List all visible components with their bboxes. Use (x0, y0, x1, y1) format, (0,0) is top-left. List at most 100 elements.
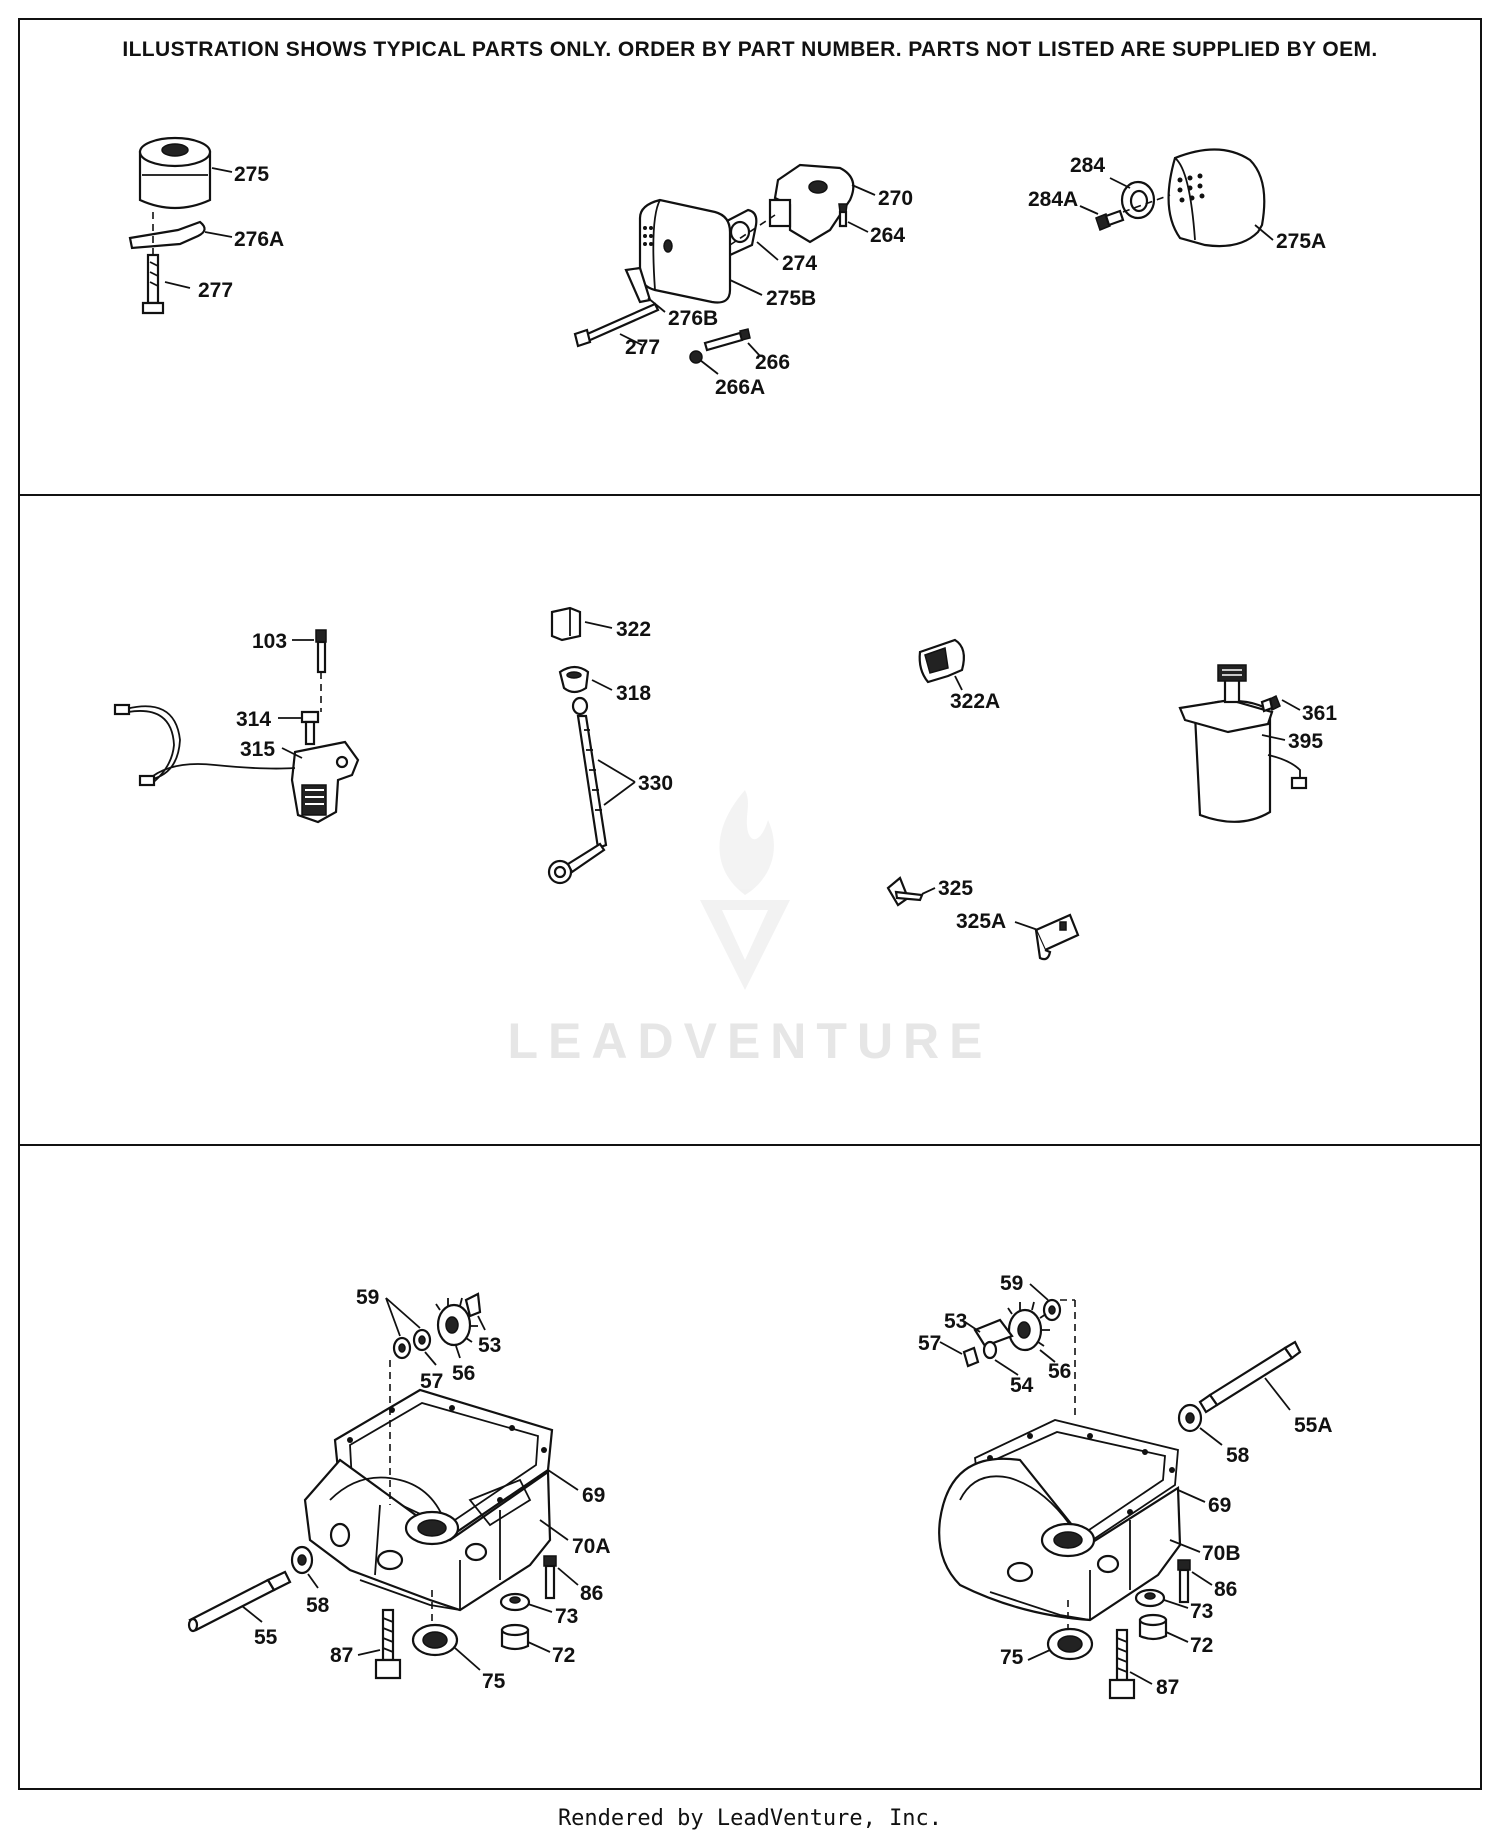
callout-284[interactable]: 284 (1070, 154, 1105, 177)
ignition-wire[interactable] (113, 703, 296, 787)
gear-56-left[interactable] (435, 1297, 478, 1347)
callout-284A[interactable]: 284A (1028, 188, 1078, 211)
callout-325A[interactable]: 325A (956, 910, 1006, 933)
muffler-275[interactable] (138, 136, 212, 210)
callout-361[interactable]: 361 (1302, 702, 1337, 725)
callout-54-right[interactable]: 54 (1010, 1374, 1034, 1397)
callout-275[interactable]: 275 (234, 163, 269, 186)
callout-69-right[interactable]: 69 (1208, 1494, 1231, 1517)
callout-277-left[interactable]: 277 (198, 279, 233, 302)
callout-70A[interactable]: 70A (572, 1535, 611, 1558)
callout-314[interactable]: 314 (236, 708, 271, 731)
bolt-87-left[interactable] (374, 1608, 402, 1680)
seal-75-left[interactable] (411, 1623, 459, 1657)
nut-318[interactable] (558, 665, 590, 694)
callout-330[interactable]: 330 (638, 772, 673, 795)
callout-277-center[interactable]: 277 (625, 336, 660, 359)
callout-58-left[interactable]: 58 (306, 1594, 330, 1617)
callout-70B[interactable]: 70B (1202, 1542, 1241, 1565)
callout-57-left[interactable]: 57 (420, 1370, 443, 1393)
shaft-55A[interactable] (1198, 1340, 1302, 1414)
callout-73-left[interactable]: 73 (555, 1605, 578, 1628)
washer-73-right[interactable] (1134, 1588, 1166, 1608)
callout-275B[interactable]: 275B (766, 287, 816, 310)
callout-73-right[interactable]: 73 (1190, 1600, 1213, 1623)
clip-325[interactable] (886, 876, 924, 907)
mounting-flange-70A[interactable] (303, 1458, 552, 1612)
callout-322A[interactable]: 322A (950, 690, 1000, 713)
callout-325[interactable]: 325 (938, 877, 973, 900)
bushing-58-right[interactable] (1177, 1403, 1203, 1433)
muffler-275B[interactable] (638, 198, 732, 304)
ignition-module-315[interactable] (290, 740, 360, 824)
washer-57-right[interactable] (962, 1346, 980, 1368)
screw-266[interactable] (703, 328, 751, 352)
callout-275A[interactable]: 275A (1276, 230, 1326, 253)
bushing-58-left[interactable] (290, 1545, 314, 1575)
bolt-87-right[interactable] (1108, 1628, 1136, 1700)
bolt-86-right[interactable] (1177, 1559, 1191, 1604)
nut-266A[interactable] (689, 350, 703, 364)
callout-75-left[interactable]: 75 (482, 1670, 506, 1693)
callout-322[interactable]: 322 (616, 618, 651, 641)
washer-73-left[interactable] (499, 1592, 531, 1612)
screw-284A[interactable] (1095, 209, 1125, 231)
callout-55A[interactable]: 55A (1294, 1414, 1333, 1437)
muffler-275A[interactable] (1167, 148, 1266, 248)
elbow-270[interactable] (768, 163, 855, 244)
connector-322[interactable] (550, 606, 582, 642)
screw-103[interactable] (315, 629, 327, 674)
ground-wire-330[interactable] (547, 696, 608, 885)
retainer-53-right[interactable] (973, 1318, 1014, 1348)
callout-53-right[interactable]: 53 (944, 1310, 967, 1333)
callout-69-left[interactable]: 69 (582, 1484, 605, 1507)
bolt-277-left[interactable] (141, 253, 165, 315)
callout-318[interactable]: 318 (616, 682, 651, 705)
bolt-86-left[interactable] (543, 1555, 557, 1600)
boot-322A[interactable] (918, 638, 965, 684)
callout-53-left[interactable]: 53 (478, 1334, 501, 1357)
callout-57-right[interactable]: 57 (918, 1332, 941, 1355)
callout-75-right[interactable]: 75 (1000, 1646, 1024, 1669)
callout-59-left[interactable]: 59 (356, 1286, 379, 1309)
callout-315[interactable]: 315 (240, 738, 275, 761)
callout-276A[interactable]: 276A (234, 228, 284, 251)
callout-276B[interactable]: 276B (668, 307, 718, 330)
gasket-284[interactable] (1120, 180, 1156, 220)
callout-264[interactable]: 264 (870, 224, 905, 247)
callout-266A[interactable]: 266A (715, 376, 765, 399)
bolt-277-center[interactable] (573, 302, 660, 348)
shaft-55[interactable] (187, 1570, 292, 1633)
callout-72-right[interactable]: 72 (1190, 1634, 1213, 1657)
callout-58-right[interactable]: 58 (1226, 1444, 1250, 1467)
callout-266[interactable]: 266 (755, 351, 790, 374)
callout-395[interactable]: 395 (1288, 730, 1323, 753)
callout-55[interactable]: 55 (254, 1626, 278, 1649)
callout-72-left[interactable]: 72 (552, 1644, 575, 1667)
washer-54-right[interactable] (982, 1340, 998, 1360)
bolt-314[interactable] (300, 710, 320, 746)
callout-87-left[interactable]: 87 (330, 1644, 353, 1667)
cap-72-right[interactable] (1138, 1613, 1168, 1641)
callout-56-right[interactable]: 56 (1048, 1360, 1071, 1383)
washer-59-left[interactable] (392, 1336, 412, 1360)
callout-59-right[interactable]: 59 (1000, 1272, 1023, 1295)
cap-72-left[interactable] (500, 1623, 530, 1651)
callout-86-left[interactable]: 86 (580, 1582, 603, 1605)
stud-264[interactable] (838, 203, 848, 228)
bracket-325A[interactable] (1034, 913, 1080, 961)
screw-361[interactable] (1260, 694, 1281, 713)
callout-56-left[interactable]: 56 (452, 1362, 475, 1385)
mounting-flange-70B[interactable] (938, 1457, 1182, 1622)
washer-59-right[interactable] (1042, 1298, 1062, 1322)
gear-56-right[interactable] (1007, 1301, 1050, 1352)
callout-103[interactable]: 103 (252, 630, 287, 653)
callout-274[interactable]: 274 (782, 252, 817, 275)
callout-86-right[interactable]: 86 (1214, 1578, 1237, 1601)
starter-motor-395[interactable] (1178, 664, 1308, 823)
washer-57-left[interactable] (412, 1328, 432, 1352)
callout-87-right[interactable]: 87 (1156, 1676, 1179, 1699)
callout-270[interactable]: 270 (878, 187, 913, 210)
retainer-53-left[interactable] (464, 1292, 482, 1318)
seal-75-right[interactable] (1046, 1627, 1094, 1661)
